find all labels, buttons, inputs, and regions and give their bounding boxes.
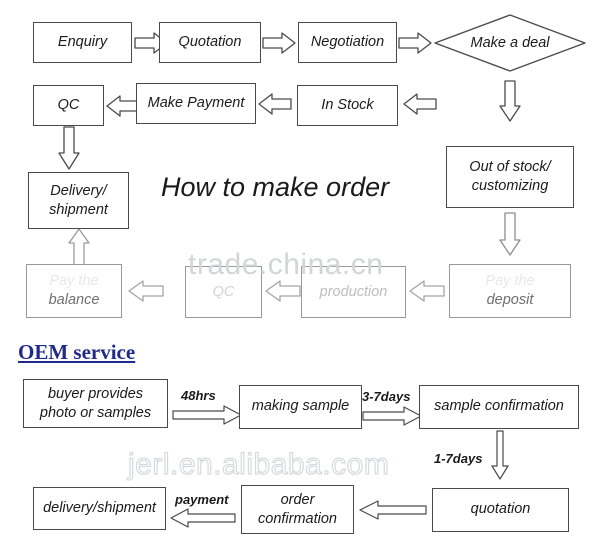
node-delivery-shipment-line2: shipment (49, 201, 108, 218)
arrow-quotation-to-order-confirmation (359, 500, 427, 520)
arrow-qc-bottom-to-balance (128, 280, 164, 302)
node-qc-top: QC (33, 85, 104, 126)
label-3-7days: 3-7days (362, 389, 411, 404)
node-pay-the-balance-line2: balance (48, 292, 100, 308)
node-quotation-label: Quotation (178, 33, 242, 50)
node-pay-the-balance: Pay the balance (26, 264, 122, 318)
node-delivery-shipment-oem-label: delivery/shipment (43, 499, 156, 516)
node-production-label: production (319, 283, 388, 300)
label-1-7days: 1-7days (434, 451, 483, 466)
node-out-of-stock-line1: Out of stock/ (469, 159, 551, 176)
node-enquiry: Enquiry (33, 22, 132, 63)
label-payment: payment (175, 492, 229, 507)
node-out-of-stock: Out of stock/ customizing (446, 146, 574, 208)
arrow-order-confirmation-to-delivery (170, 508, 236, 528)
arrow-quotation-to-negotiation (262, 32, 296, 54)
node-production: production (301, 266, 406, 318)
node-delivery-shipment-line1: Delivery/ (50, 182, 107, 199)
watermark-jerl-alibaba: jerl.en.alibaba.com (127, 447, 390, 481)
node-order-confirmation-line1: order (280, 491, 315, 508)
node-qc-bottom: QC (185, 266, 262, 318)
arrow-making-sample-to-confirmation (362, 406, 422, 426)
node-buyer-provides-line1: buyer provides (47, 385, 144, 402)
node-making-sample-label: making sample (251, 398, 350, 415)
node-quotation: Quotation (159, 22, 261, 63)
arrow-confirmation-to-quotation (491, 430, 509, 480)
node-make-a-deal-label: Make a deal (470, 35, 550, 51)
node-negotiation-label: Negotiation (310, 33, 385, 50)
node-delivery-shipment: Delivery/ shipment (28, 172, 129, 229)
arrow-buyer-to-making-sample (172, 405, 242, 425)
node-enquiry-label: Enquiry (57, 33, 108, 50)
node-pay-the-deposit-line2: deposit (486, 292, 534, 308)
label-48hrs: 48hrs (181, 388, 216, 403)
node-pay-the-deposit: Pay the deposit (449, 264, 571, 318)
arrow-deal-to-in-stock (403, 93, 437, 115)
arrow-deposit-to-production (409, 280, 445, 302)
node-pay-the-deposit-line1: Pay the (485, 273, 535, 290)
node-out-of-stock-line2: customizing (471, 178, 549, 194)
node-buyer-provides-line2: photo or samples (39, 404, 152, 421)
arrow-balance-to-delivery (68, 228, 90, 268)
node-delivery-shipment-oem: delivery/shipment (33, 487, 166, 530)
node-quotation-oem-label: quotation (470, 501, 531, 518)
arrow-out-of-stock-to-deposit (499, 212, 521, 256)
arrow-production-to-qc-bottom (265, 280, 301, 302)
node-make-a-deal: Make a deal (434, 14, 586, 72)
arrow-negotiation-to-make-a-deal (398, 32, 432, 54)
node-qc-bottom-label: QC (212, 283, 235, 300)
arrow-in-stock-to-make-payment (258, 93, 292, 115)
node-order-confirmation: order confirmation (241, 485, 354, 534)
arrow-make-a-deal-down (499, 80, 521, 122)
node-pay-the-balance-line1: Pay the (49, 273, 99, 290)
arrow-make-payment-to-qc (106, 95, 140, 117)
node-making-sample: making sample (239, 385, 362, 429)
node-make-payment: Make Payment (136, 83, 256, 124)
node-in-stock: In Stock (297, 85, 398, 126)
arrow-qc-to-delivery (57, 126, 81, 170)
node-negotiation: Negotiation (298, 22, 397, 63)
page-title: How to make order (161, 172, 390, 202)
node-sample-confirmation-label: sample confirmation (434, 398, 564, 415)
node-sample-confirmation: sample confirmation (419, 385, 579, 429)
node-buyer-provides: buyer provides photo or samples (23, 379, 168, 428)
node-make-payment-label: Make Payment (147, 94, 245, 111)
node-quotation-oem: quotation (432, 488, 569, 532)
node-qc-top-label: QC (57, 96, 80, 113)
section-heading-oem: OEM service (18, 340, 136, 364)
node-in-stock-label: In Stock (321, 96, 374, 113)
node-order-confirmation-line2: confirmation (258, 510, 337, 527)
